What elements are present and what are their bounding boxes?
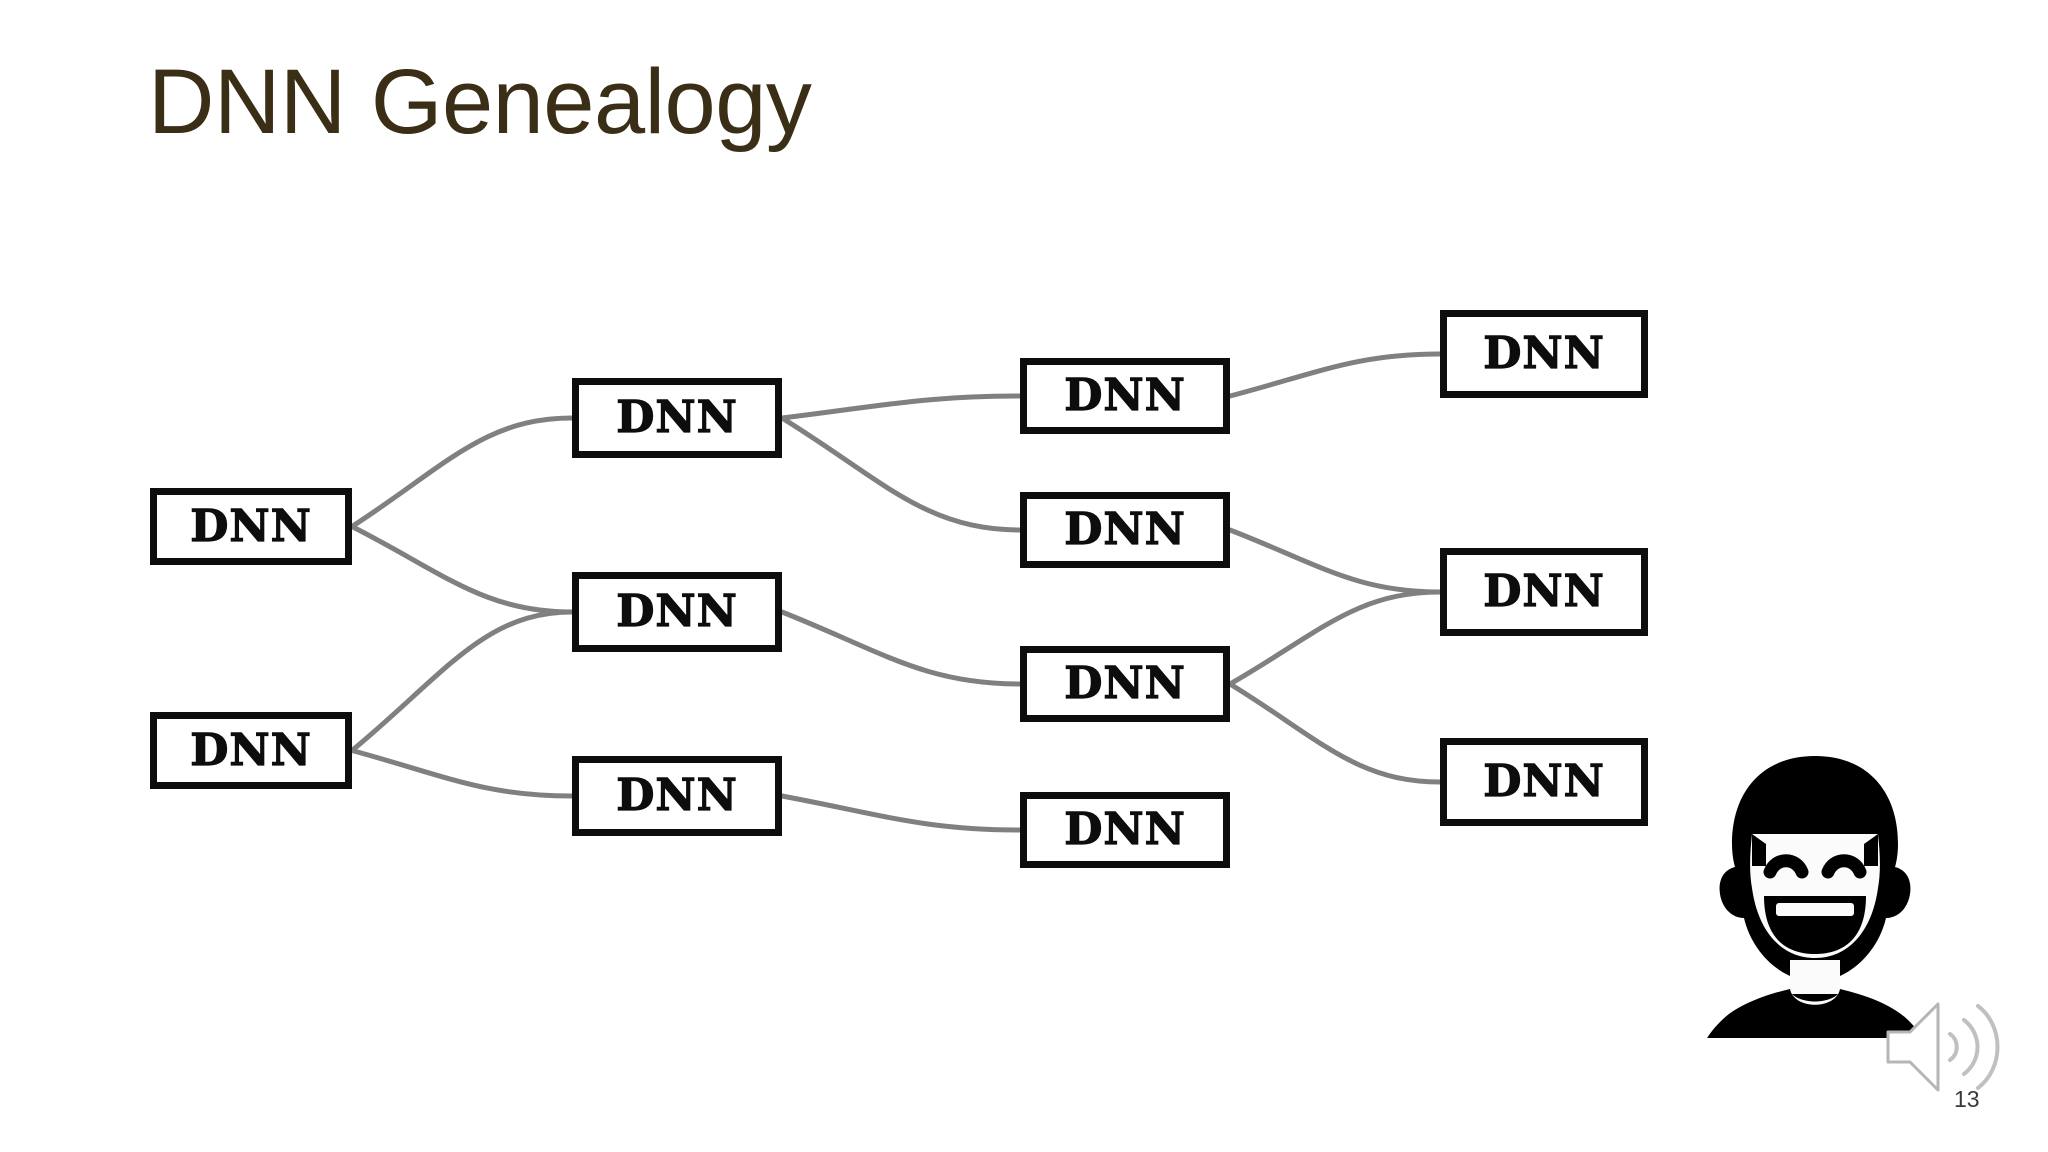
- dnn-node-c3a[interactable]: DNN: [1020, 358, 1230, 434]
- page-number: 13: [1954, 1086, 1980, 1112]
- edge-c1a-to-c2a: [349, 415, 575, 529]
- dnn-node-c2a[interactable]: DNN: [572, 378, 782, 458]
- edge-c3c-to-c4b: [1227, 589, 1443, 687]
- dnn-node-c4b[interactable]: DNN: [1440, 548, 1648, 636]
- dnn-node-label: DNN: [1064, 804, 1186, 855]
- dnn-node-label: DNN: [1483, 328, 1605, 379]
- dnn-node-label: DNN: [1064, 370, 1186, 421]
- page-title: DNN Genealogy: [148, 51, 812, 153]
- dnn-node-c2c[interactable]: DNN: [572, 756, 782, 836]
- dnn-node-c3c[interactable]: DNN: [1020, 646, 1230, 722]
- edge-c3a-to-c4a: [1227, 351, 1443, 399]
- edge-c2b-to-c3c: [779, 609, 1023, 687]
- dnn-node-label: DNN: [1483, 756, 1605, 807]
- dnn-node-label: DNN: [1064, 504, 1186, 555]
- dnn-node-c2b[interactable]: DNN: [572, 572, 782, 652]
- dnn-node-c4a[interactable]: DNN: [1440, 310, 1648, 398]
- edge-c3c-to-c4c: [1227, 681, 1443, 785]
- dnn-node-c1a[interactable]: DNN: [150, 488, 352, 565]
- dnn-node-label: DNN: [190, 724, 312, 776]
- edge-c2a-to-c3b: [779, 415, 1023, 533]
- edge-c3b-to-c4b: [1227, 527, 1443, 595]
- edge-c2a-to-c3a: [779, 393, 1023, 421]
- dnn-node-label: DNN: [616, 586, 738, 637]
- dnn-node-label: DNN: [616, 770, 738, 821]
- edge-c1b-to-c2b: [349, 609, 575, 753]
- smiling-person-icon: [1690, 748, 1940, 1040]
- edge-c2c-to-c3d: [779, 793, 1023, 833]
- dnn-node-label: DNN: [1483, 566, 1605, 617]
- dnn-node-label: DNN: [1064, 658, 1186, 709]
- speaker-volume-icon[interactable]: [1884, 992, 2010, 1102]
- dnn-node-c4c[interactable]: DNN: [1440, 738, 1648, 826]
- edge-c1a-to-c2b: [349, 524, 575, 615]
- edge-c1b-to-c2c: [349, 748, 575, 799]
- dnn-node-c3d[interactable]: DNN: [1020, 792, 1230, 868]
- dnn-node-label: DNN: [616, 392, 738, 443]
- dnn-node-c1b[interactable]: DNN: [150, 712, 352, 789]
- dnn-node-label: DNN: [190, 500, 312, 552]
- dnn-node-c3b[interactable]: DNN: [1020, 492, 1230, 568]
